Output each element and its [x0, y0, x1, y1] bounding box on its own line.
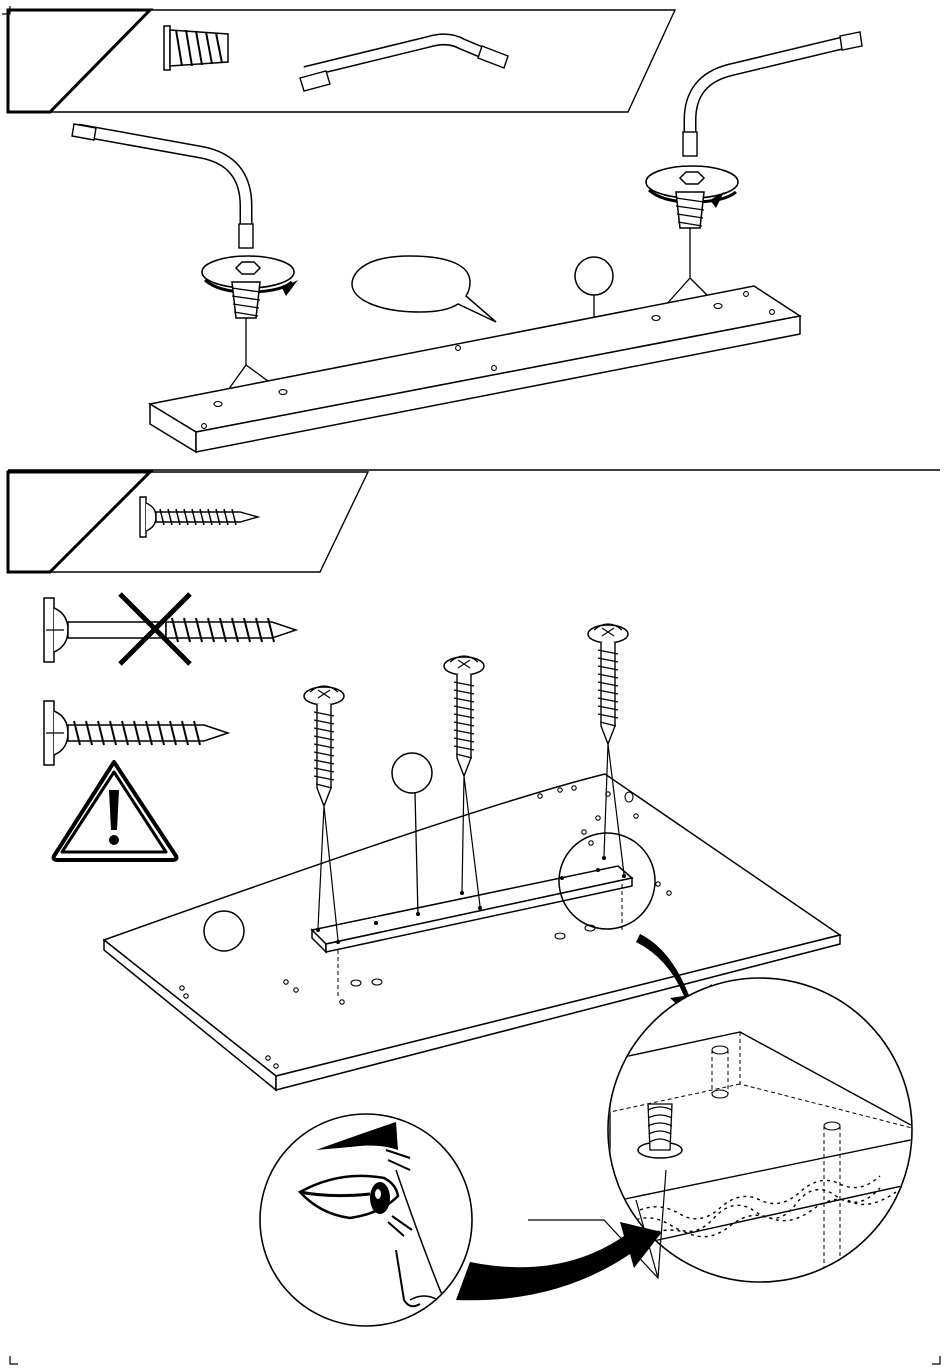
screw-icon	[140, 497, 258, 537]
allen-key-right	[683, 32, 862, 156]
step-1	[8, 10, 862, 452]
allen-key-icon	[300, 39, 508, 91]
screw-correct-icon	[44, 701, 228, 765]
screw-right	[588, 624, 628, 744]
screw-left	[304, 686, 344, 806]
warning-triangle-icon	[54, 762, 177, 860]
insert-detail-magnifier	[528, 978, 920, 1282]
board-callout	[204, 911, 244, 951]
cam-insert-bolt-icon	[164, 26, 228, 70]
speech-bubble	[352, 256, 496, 322]
screw-wrong-length-icon	[44, 598, 296, 662]
eye-arrow-icon	[456, 1222, 662, 1300]
allen-key-left	[72, 124, 253, 248]
cam-insert-right	[676, 192, 704, 228]
cam-insert-left	[232, 282, 260, 318]
step-2	[8, 472, 920, 1326]
screw-middle	[444, 656, 484, 776]
